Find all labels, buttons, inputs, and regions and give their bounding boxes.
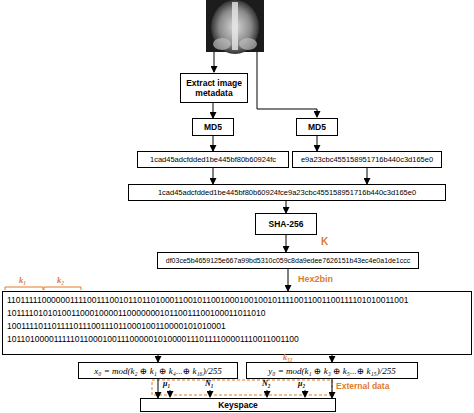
arrow-connector bbox=[213, 168, 214, 184]
external-arrow bbox=[170, 390, 171, 397]
hash-value-box: 1cad45adcfdded1be445bf80b60924fc bbox=[137, 151, 289, 168]
hash-value-box: e9a23cbc455158951716b440c3d165e0 bbox=[292, 151, 442, 168]
arrow-connector bbox=[317, 136, 318, 151]
external-data-label: External data bbox=[336, 382, 389, 391]
arrow-connector bbox=[367, 168, 368, 184]
xray-spine bbox=[232, 2, 238, 50]
bit-group-label: k₃₂ bbox=[283, 354, 293, 362]
arrow-connector bbox=[158, 355, 159, 362]
node-text: SHA-256 bbox=[269, 219, 304, 229]
arrow-connector bbox=[286, 201, 287, 213]
hash-function-box: MD5 bbox=[192, 118, 234, 136]
image-arrow bbox=[214, 52, 215, 72]
node-text: 1cad45adcfdded1be445bf80b60924fc bbox=[150, 155, 276, 164]
parameter-label: μ₂ bbox=[298, 380, 305, 388]
node-text: e9a23cbc455158951716b440c3d165e0 bbox=[301, 155, 433, 164]
hash-value-box: 1cad45adcfdded1be445bf80b60924fce9a23cbc… bbox=[128, 184, 446, 201]
parameter-label: N₂ bbox=[262, 380, 271, 388]
external-arrow bbox=[267, 390, 268, 397]
external-arrow bbox=[305, 390, 306, 397]
formula-box: y₀ = mod(k₁ ⊕ k₃ ⊕ k₅...⊕ k₁₅)/255 bbox=[246, 362, 418, 379]
bit-bracket bbox=[5, 287, 43, 290]
node-text: x₀ = mod(k₂ ⊕ k₁ ⊕ k₄...⊕ k₁₆)/255 bbox=[94, 366, 221, 376]
arrow-connector bbox=[213, 136, 214, 151]
node-text: 1cad45adcfdded1be445bf80b60924fce9a23cbc… bbox=[158, 188, 416, 197]
node-text: Extract image metadata bbox=[181, 78, 247, 98]
arrow-connector bbox=[213, 103, 214, 118]
xray-pelvis bbox=[213, 38, 231, 50]
bit-group-label: k₁ bbox=[19, 276, 26, 285]
node-text: df03ce5b4659125e667a99bd5310c059c8da9ede… bbox=[166, 256, 410, 265]
binary-key-box: 1101111100000011110011100101101101000110… bbox=[2, 291, 472, 355]
bit-group-label: k₂ bbox=[57, 276, 64, 285]
hash-function-box: MD5 bbox=[296, 118, 338, 136]
node-text: Keyspace bbox=[218, 400, 258, 410]
xray-body bbox=[211, 0, 259, 54]
node-text: MD5 bbox=[308, 122, 326, 132]
arrow-connector bbox=[332, 355, 333, 362]
formula-box: x₀ = mod(k₂ ⊕ k₁ ⊕ k₄...⊕ k₁₆)/255 bbox=[78, 362, 238, 379]
key-box: df03ce5b4659125e667a99bd5310c059c8da9ede… bbox=[157, 252, 419, 269]
bit-bracket bbox=[44, 287, 81, 290]
node-text: MD5 bbox=[204, 122, 222, 132]
output-box: Keyspace bbox=[140, 398, 336, 412]
parameter-label: N₁ bbox=[205, 380, 214, 388]
arrow-connector bbox=[332, 379, 333, 398]
hash-function-box: SHA-256 bbox=[255, 213, 317, 235]
image-arrow bbox=[257, 52, 317, 117]
xray-pelvis bbox=[239, 38, 257, 50]
external-arrow bbox=[210, 390, 211, 397]
process-box: Extract image metadata bbox=[180, 73, 248, 103]
step-label: Hex2bin bbox=[298, 275, 333, 284]
arrow-connector bbox=[286, 235, 287, 252]
key-label: K bbox=[321, 237, 328, 247]
arrow-connector bbox=[158, 379, 159, 398]
arrow-connector bbox=[288, 269, 289, 291]
node-text: y₀ = mod(k₁ ⊕ k₃ ⊕ k₅...⊕ k₁₅)/255 bbox=[268, 366, 395, 376]
xray-image bbox=[206, 0, 264, 54]
node-text: 1101111100000011110011100101101101000110… bbox=[7, 294, 467, 346]
parameter-label: μ₁ bbox=[163, 380, 170, 388]
